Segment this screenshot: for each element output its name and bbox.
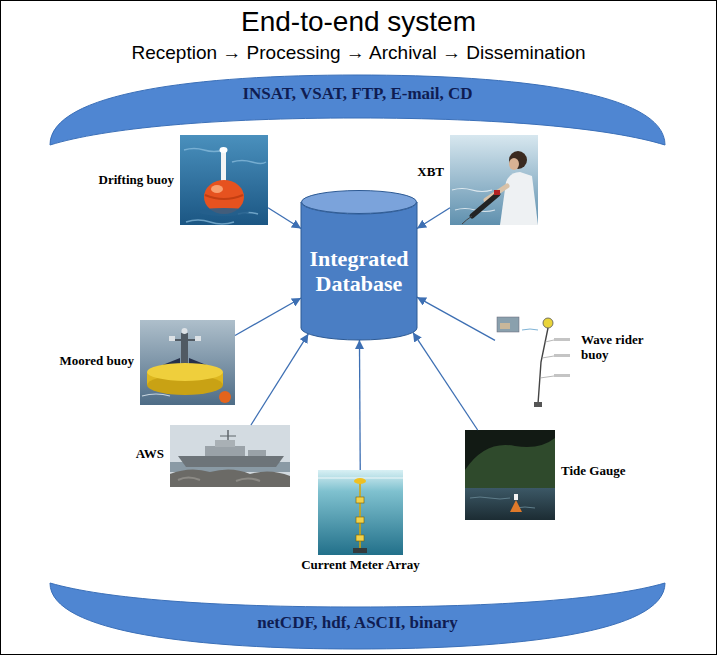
data-flow-arrow <box>268 208 301 229</box>
current-meter-picture-part <box>356 497 364 503</box>
instrument-label: Moored buoy <box>59 354 134 369</box>
wave-rider-picture-part <box>554 354 570 357</box>
data-flow-arrow <box>235 298 301 336</box>
wave-rider-picture-part <box>540 376 554 378</box>
aws-ship-picture-part <box>215 440 235 447</box>
wave-rider-picture-part <box>542 356 554 358</box>
aws-ship-picture-part <box>205 446 245 456</box>
xbt-picture-part <box>509 151 527 169</box>
moored-buoy-picture-part <box>219 391 231 403</box>
instrument-photo: Drifting buoy <box>180 135 268 225</box>
aws-ship-picture-part <box>248 450 266 456</box>
drifting-buoy-picture-part <box>180 135 268 225</box>
database-top <box>302 191 417 214</box>
moored-buoy-picture-part <box>182 328 188 334</box>
instrument-photo: Moored buoy <box>140 320 235 405</box>
aws-ship-picture-part <box>220 436 236 437</box>
drifting-buoy-picture <box>180 135 268 225</box>
tide-gauge-picture-part <box>465 488 555 520</box>
wave-rider-picture-part <box>522 329 538 330</box>
flow-subtitle: Reception → Processing → Archival → Diss… <box>0 42 717 64</box>
aws-ship-picture-part <box>178 456 284 467</box>
moored-buoy-picture-part <box>169 336 175 341</box>
wave-rider-picture-part <box>554 338 570 341</box>
current-meter-picture-part <box>318 470 403 555</box>
band-text: INSAT, VSAT, FTP, E-mail, CD <box>50 84 665 104</box>
format-band: netCDF, hdf, ASCII, binary <box>50 583 665 653</box>
xbt-picture-part <box>500 172 538 225</box>
drifting-buoy-picture-part <box>199 208 249 216</box>
aws-ship-picture-part <box>170 425 290 487</box>
drifting-buoy-picture-part <box>211 185 223 193</box>
xbt-picture-part <box>509 158 519 170</box>
instrument-photo: AWS <box>170 425 290 487</box>
current-meter-picture-part <box>353 548 367 553</box>
current-meter-picture-part <box>356 517 364 523</box>
band-shape <box>50 583 665 649</box>
instrument-photo: Tide Gauge <box>465 430 555 520</box>
data-flow-arrow <box>251 334 308 425</box>
wave-rider-picture-part <box>495 315 575 410</box>
xbt-picture-part <box>494 190 500 195</box>
data-flow-arrow <box>359 340 361 470</box>
tide-gauge-picture-part <box>514 494 518 500</box>
wave-rider-picture-part <box>500 323 510 329</box>
flow-subtitle-block: Reception → Processing → Archival → Diss… <box>0 42 717 64</box>
aws-ship-picture-part <box>170 469 290 487</box>
wave-rider-picture-part <box>534 402 542 407</box>
wave-rider-picture-part <box>543 318 553 328</box>
instrument-label: Current Meter Array <box>301 558 420 573</box>
drifting-buoy-picture-part <box>205 195 243 199</box>
wave-rider-picture-part <box>497 317 519 332</box>
tide-gauge-picture-part <box>465 430 555 520</box>
current-meter-picture-part <box>356 535 364 541</box>
band-shape <box>50 75 665 145</box>
current-meter-picture-part <box>354 478 366 484</box>
xbt-picture <box>450 135 538 225</box>
transfer-band: INSAT, VSAT, FTP, E-mail, CD <box>50 72 665 148</box>
aws-ship-picture-part <box>178 478 260 482</box>
moored-buoy-picture-part <box>195 336 201 341</box>
database-cylinder: Integrated Database <box>301 190 417 340</box>
current-meter-picture <box>318 470 403 555</box>
title: End-to-end system <box>0 6 717 38</box>
data-flow-arrow <box>417 208 450 229</box>
tide-gauge-picture <box>465 430 555 520</box>
instrument-label: Wave rider buoy <box>581 333 657 363</box>
data-flow-arrow <box>417 297 495 340</box>
instrument-label: XBT <box>417 165 444 180</box>
instrument-photo: Wave rider buoy <box>495 315 575 410</box>
moored-buoy-picture-part <box>172 339 198 341</box>
band-text: netCDF, hdf, ASCII, binary <box>50 613 665 633</box>
tide-gauge-picture-part <box>470 497 535 508</box>
instrument-photo: Current Meter Array <box>318 470 403 555</box>
xbt-picture-part <box>472 194 498 216</box>
instrument-label: Drifting buoy <box>99 173 174 188</box>
tide-gauge-picture-part <box>465 438 555 490</box>
moored-buoy-picture <box>140 320 235 405</box>
aws-ship-picture <box>170 425 290 487</box>
instrument-photo: XBT <box>450 135 538 225</box>
instrument-label: Tide Gauge <box>561 464 625 479</box>
wave-rider-picture-part <box>545 340 554 342</box>
moored-buoy-picture-part <box>147 363 223 381</box>
database-label: Integrated Database <box>307 246 411 297</box>
wave-rider-picture <box>495 315 575 410</box>
instrument-label: AWS <box>136 447 164 462</box>
moored-buoy-picture-part <box>140 320 235 405</box>
drifting-buoy-picture-part <box>184 149 266 225</box>
moored-buoy-picture-part <box>142 394 170 396</box>
database-body <box>301 202 417 340</box>
drifting-buoy-picture-part <box>220 147 228 153</box>
xbt-picture-part <box>462 216 472 224</box>
data-flow-arrow <box>413 332 478 430</box>
band-outline <box>50 72 665 148</box>
tide-gauge-picture-part <box>510 500 522 512</box>
title-block: End-to-end system <box>0 6 717 38</box>
xbt-picture-part <box>450 135 538 225</box>
wave-rider-picture-part <box>554 374 570 377</box>
wave-rider-picture-part <box>538 328 548 404</box>
